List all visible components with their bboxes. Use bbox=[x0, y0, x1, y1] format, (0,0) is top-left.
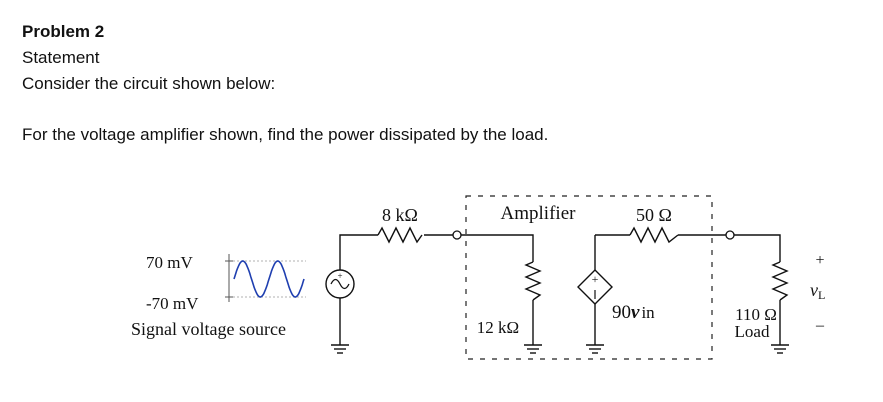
problem-title: Problem 2 bbox=[22, 22, 105, 41]
amplifier-box bbox=[465, 195, 713, 360]
wire-output-to-load bbox=[734, 234, 781, 262]
statement-label: Statement bbox=[22, 48, 100, 67]
dependent-source-plus: + bbox=[592, 272, 599, 286]
wires bbox=[339, 234, 781, 345]
problem-intro: Consider the circuit shown below: bbox=[22, 74, 276, 93]
ground-load-icon bbox=[771, 344, 789, 354]
amplifier-label: Amplifier bbox=[501, 203, 577, 224]
ground-dependent-icon bbox=[586, 344, 604, 354]
resistor-50 bbox=[629, 226, 679, 244]
vl-plus: + bbox=[815, 252, 824, 269]
resistor-8k bbox=[377, 226, 423, 244]
resistor-12k bbox=[524, 261, 542, 301]
ac-source-plus: + bbox=[337, 271, 342, 281]
source-caption: Signal voltage source bbox=[131, 319, 286, 339]
ground-source-icon bbox=[331, 344, 349, 354]
vl-minus: – bbox=[815, 317, 825, 334]
sine-wave bbox=[233, 260, 305, 298]
problem-question: For the voltage amplifier shown, find th… bbox=[22, 125, 549, 144]
output-resistor-label: 50 Ω bbox=[636, 205, 672, 225]
dependent-source-icon bbox=[577, 269, 613, 305]
load-label: Load bbox=[735, 322, 770, 341]
wire-input-to-12k bbox=[461, 234, 534, 262]
input-terminal bbox=[452, 230, 462, 240]
vl-label: vL bbox=[810, 280, 825, 302]
load-resistor-label: 110 Ω bbox=[735, 305, 777, 324]
wire-source-top bbox=[339, 234, 378, 270]
ground-12k-icon bbox=[524, 344, 542, 354]
source-max-label: 70 mV bbox=[146, 253, 193, 272]
resistor-load bbox=[771, 261, 789, 301]
input-resistor-label: 12 kΩ bbox=[477, 318, 519, 337]
ac-source-wave bbox=[330, 278, 350, 290]
source-resistor-label: 8 kΩ bbox=[382, 205, 418, 225]
source-min-label: -70 mV bbox=[146, 294, 199, 313]
output-terminal bbox=[725, 230, 735, 240]
